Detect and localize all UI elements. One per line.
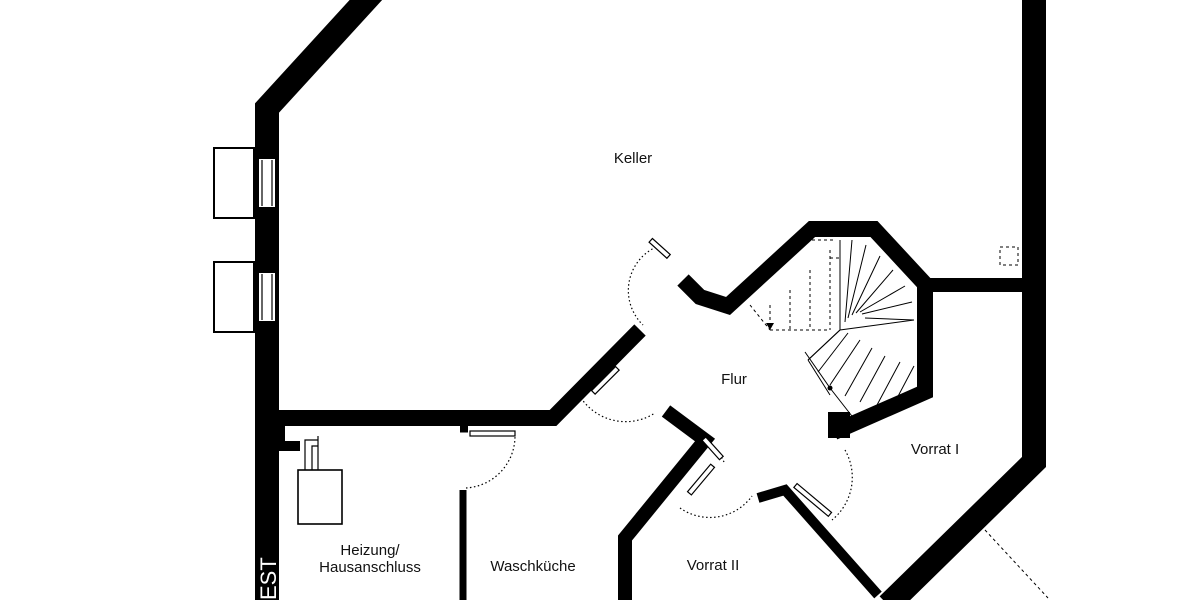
door-flur-vorrat2-frame [701, 436, 725, 463]
boiler-unit [297, 436, 343, 525]
edge-label-vertical: EST [256, 557, 281, 600]
wall-vorrat1-south [756, 484, 882, 599]
room-label-keller: Keller [614, 150, 652, 167]
staircase [749, 239, 915, 421]
wall-vorrat2 [618, 405, 716, 600]
door-vorrat2 [679, 463, 753, 518]
wall-outer-east [879, 0, 1046, 600]
door-vorrat1 [793, 449, 853, 521]
outside-dashed-line [984, 529, 1049, 599]
door-waschkueche [465, 430, 516, 489]
wall-stair-north [677, 221, 933, 440]
floor-outlet-marker [999, 246, 1019, 266]
room-label-heizung-1: Heizung/ [340, 542, 400, 559]
room-label-heizung-2: Hausanschluss [319, 559, 421, 576]
door-keller-flur [627, 237, 672, 326]
wall-vorrat1-stub [828, 412, 850, 438]
window-upper [213, 147, 277, 219]
door-flur-heizung [580, 365, 656, 423]
room-label-flur: Flur [721, 371, 747, 388]
room-label-waschkueche: Waschküche [490, 558, 575, 575]
room-label-vorrat2: Vorrat II [687, 557, 740, 574]
room-label-vorrat1: Vorrat I [911, 441, 959, 458]
window-lower [213, 261, 277, 333]
wall-keller-south [278, 324, 646, 426]
wall-heizung-north [275, 426, 300, 451]
wall-outer-west [255, 0, 383, 600]
